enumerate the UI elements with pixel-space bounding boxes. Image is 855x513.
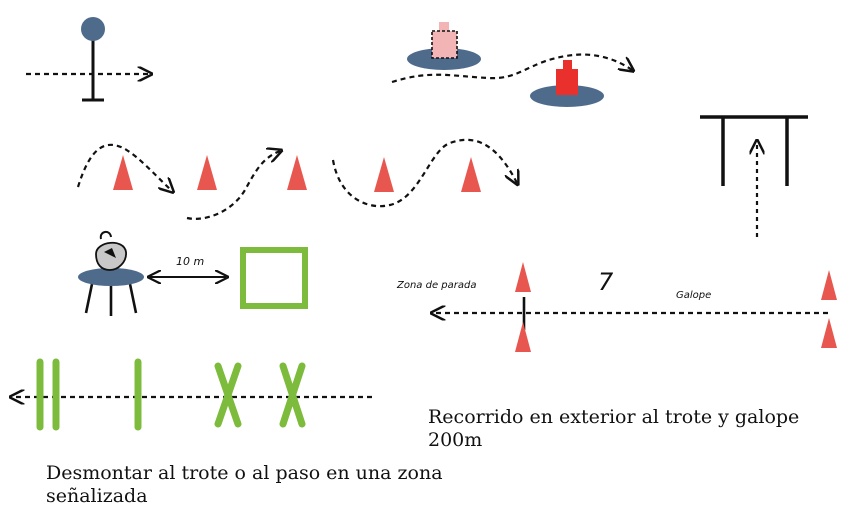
start-cone-top — [821, 270, 837, 300]
slalom-cone-5 — [461, 157, 481, 192]
jug-light-cap — [439, 22, 449, 32]
jug-cap — [563, 60, 572, 70]
slalom-path-3 — [331, 138, 517, 208]
exterior-course-caption: Recorrido en exterior al trote y galope … — [428, 406, 800, 451]
gate-obstacle — [700, 115, 808, 237]
bell-icon — [95, 231, 127, 271]
cross-pole-1b — [214, 362, 242, 428]
obstacle-number: 7 — [598, 268, 614, 296]
ground-poles-obstacle — [12, 358, 372, 431]
slalom-cone-4 — [374, 157, 394, 192]
slalom-cone-3 — [287, 155, 307, 190]
start-cone-bottom — [821, 318, 837, 348]
dismount-caption: Desmontar al trote o al paso en una zona… — [46, 462, 443, 507]
stop-cone-top — [515, 262, 531, 292]
stop-zone-label: Zona de parada — [396, 280, 476, 291]
green-poles — [36, 358, 306, 431]
slalom-cone-2 — [197, 155, 217, 190]
post-ball — [81, 17, 105, 41]
jug-transfer-obstacle — [391, 22, 632, 107]
jug-outline — [431, 30, 458, 59]
table-leg-right — [128, 283, 138, 314]
distance-label: 10 m — [176, 255, 204, 268]
bell-square-obstacle: 10 m — [78, 231, 308, 316]
gallop-label: Galope — [676, 290, 711, 301]
stop-post-obstacle — [26, 17, 150, 102]
table-top — [78, 268, 144, 286]
slalom-obstacle — [76, 138, 517, 220]
jug-body — [556, 69, 578, 95]
jug-path-arrow — [391, 53, 632, 84]
table-leg-left — [84, 283, 94, 314]
cross-pole-2b — [279, 362, 306, 428]
green-square — [240, 247, 308, 309]
slalom-path-1 — [76, 143, 172, 191]
stop-cone-bottom — [515, 322, 531, 352]
gallop-course-obstacle: Zona de parada Galope 7 — [396, 262, 837, 352]
slalom-cone-1 — [113, 155, 133, 190]
target-disc — [530, 85, 604, 107]
start-disc — [407, 48, 481, 70]
